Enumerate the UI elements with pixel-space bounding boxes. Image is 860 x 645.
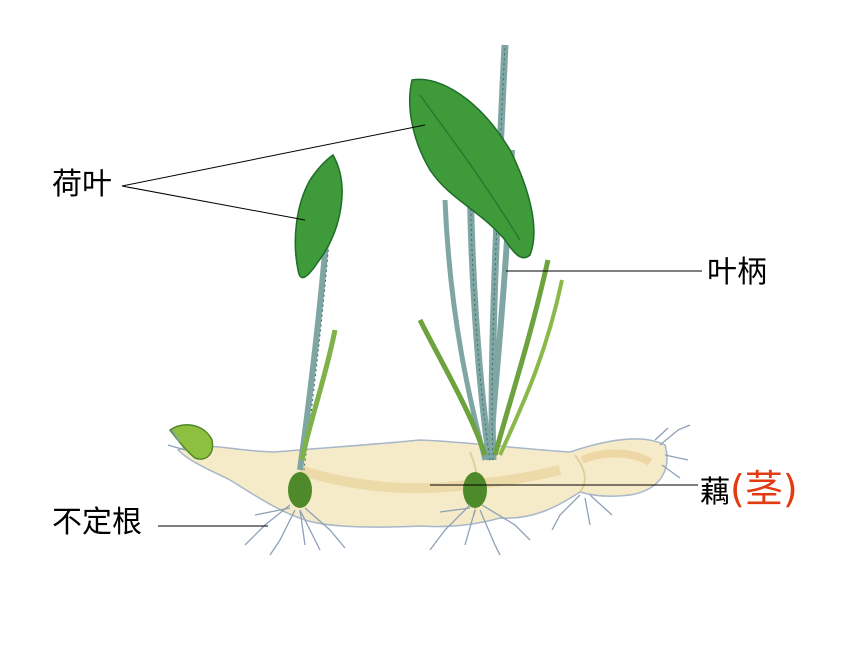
label-adventitious-root: 不定根: [52, 505, 142, 540]
adventitious-roots: [167, 424, 691, 556]
label-rhizome-note: (茎): [730, 467, 798, 511]
label-rhizome: 藕(茎): [700, 470, 798, 508]
left-leaf: [294, 153, 343, 279]
node-right: [463, 472, 487, 508]
label-lotus-leaf: 荷叶: [52, 167, 112, 202]
node-left: [288, 472, 312, 508]
bud-shape: [168, 424, 214, 460]
leader-lotus-leaf-upper: [121, 124, 426, 187]
label-petiole: 叶柄: [707, 255, 767, 290]
leader-lines: [121, 124, 702, 527]
leader-lotus-leaf-lower: [121, 185, 306, 221]
rhizome-shape: [176, 438, 668, 528]
label-rhizome-text: 藕: [700, 475, 730, 510]
lotus-plant-illustration: [167, 44, 691, 556]
